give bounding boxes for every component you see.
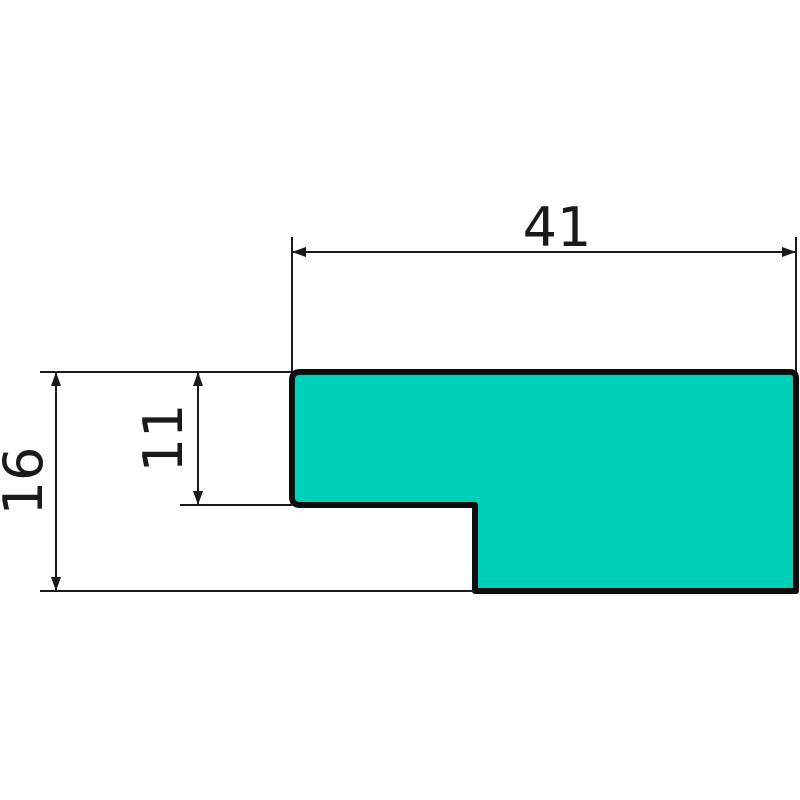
step-height-label: 11 [132, 404, 195, 473]
width-dimension [291, 237, 797, 372]
step-height-dimension [180, 372, 292, 506]
profile-cross-section [289, 369, 799, 594]
total-height-label: 16 [0, 447, 55, 516]
total-height-dimension [40, 371, 475, 592]
width-label: 41 [523, 196, 592, 259]
